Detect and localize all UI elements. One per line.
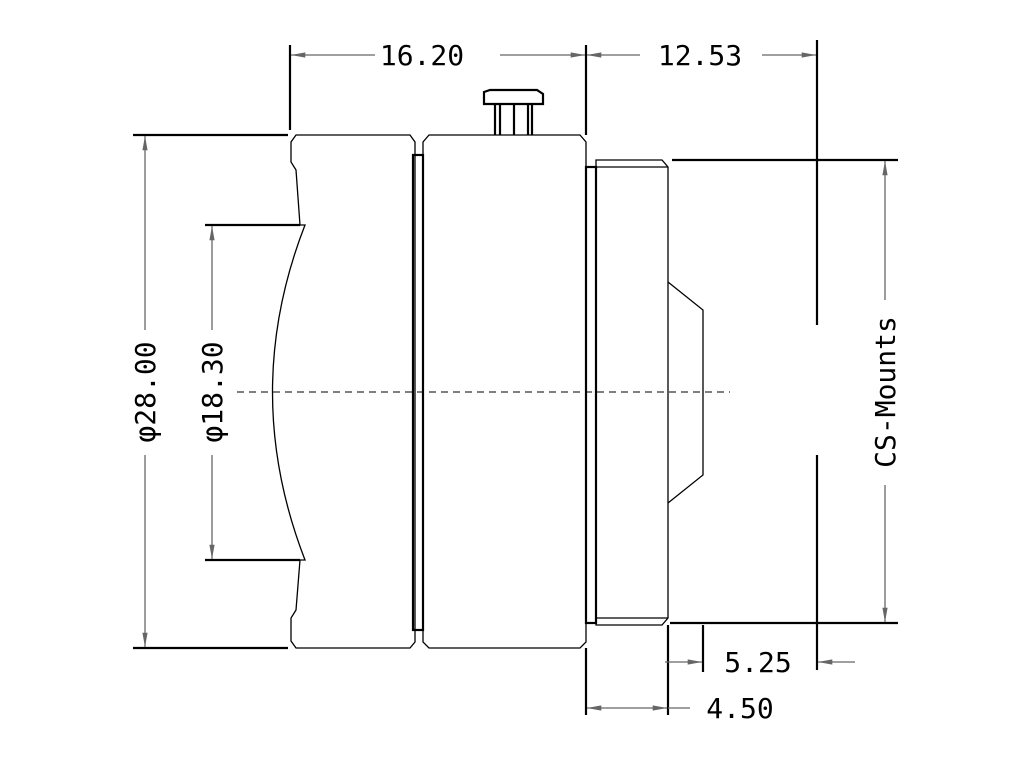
extension-lines bbox=[133, 40, 898, 715]
dimension-lines bbox=[142, 52, 888, 711]
dim-outer-diameter: φ28.00 bbox=[129, 341, 162, 442]
cs-mount-thread bbox=[584, 159, 704, 626]
dim-thread-length: 4.50 bbox=[706, 692, 773, 725]
dim-flange-back: 5.25 bbox=[724, 646, 791, 679]
dim-front-length: 16.20 bbox=[380, 39, 464, 72]
lens-middle-barrel bbox=[422, 134, 587, 649]
locking-screw bbox=[482, 88, 545, 135]
mount-type-label: CS-Mounts bbox=[869, 316, 902, 468]
dim-inner-diameter: φ18.30 bbox=[196, 341, 229, 442]
dim-rear-length: 12.53 bbox=[658, 39, 742, 72]
lens-front-barrel bbox=[271, 134, 416, 649]
